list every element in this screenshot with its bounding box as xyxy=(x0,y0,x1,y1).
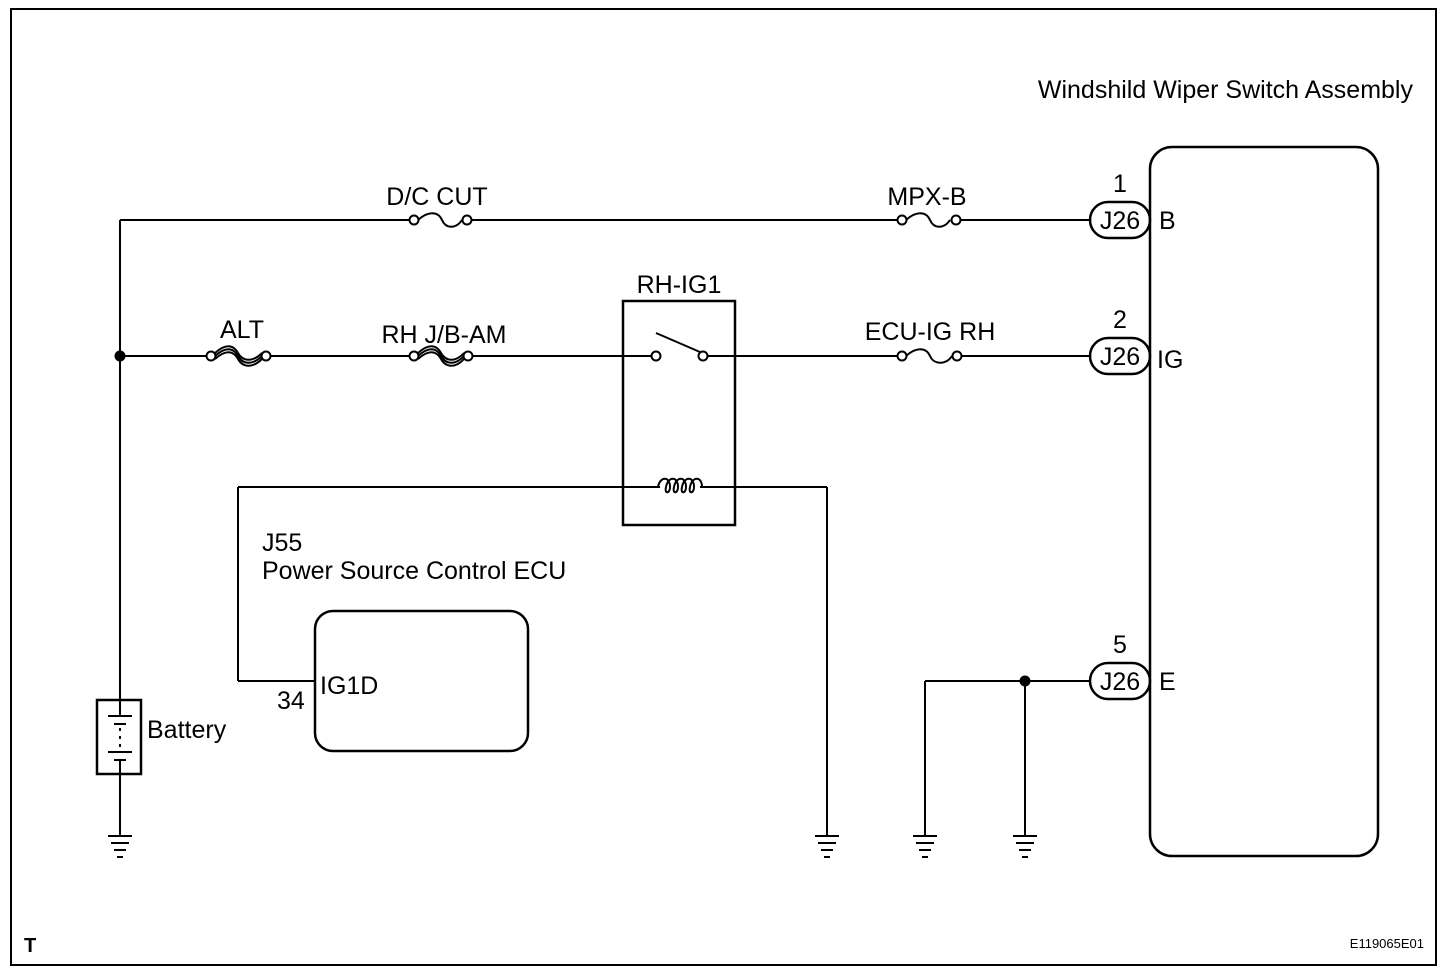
ground-symbol-e-right xyxy=(1013,835,1037,858)
connector-pin5-terminal: E xyxy=(1159,668,1176,696)
connector-pin1-terminal: B xyxy=(1159,207,1176,235)
fuse-dc-cut-label: D/C CUT xyxy=(386,183,487,211)
connector-j26-pin1 xyxy=(1088,200,1152,240)
relay-rh-ig1-label: RH-IG1 xyxy=(637,271,722,299)
figure-code: E119065E01 xyxy=(1350,936,1424,951)
connector-pin2-number: 2 xyxy=(1113,306,1127,334)
connector-pin2-code: J26 xyxy=(1100,343,1140,371)
connector-pin1-number: 1 xyxy=(1113,170,1127,198)
fuse-alt-label: ALT xyxy=(220,316,264,344)
ecu-box xyxy=(313,609,530,753)
connector-pin1-code: J26 xyxy=(1100,207,1140,235)
fuse-ecu-ig-rh-label: ECU-IG RH xyxy=(865,318,996,346)
ground-symbol-battery xyxy=(108,835,132,858)
fuse-mpx-b-label: MPX-B xyxy=(887,183,966,211)
connector-pin2-terminal: IG xyxy=(1157,346,1183,374)
relay-switch-contact xyxy=(650,332,709,362)
fuse-rh-jb-am xyxy=(408,345,474,367)
fuse-rh-jb-am-label: RH J/B-AM xyxy=(382,321,507,349)
relay-coil-symbol xyxy=(657,477,703,494)
ecu-pin-name: IG1D xyxy=(320,672,378,700)
diagram-frame xyxy=(10,8,1437,966)
ecu-code-label: J55 xyxy=(262,529,302,557)
connector-pin5-code: J26 xyxy=(1100,668,1140,696)
ecu-name-label: Power Source Control ECU xyxy=(262,557,566,585)
ground-symbol-coil xyxy=(815,835,839,858)
corner-mark: T xyxy=(24,935,36,957)
ground-symbol-e-left xyxy=(913,835,937,858)
fuse-ecu-ig-rh xyxy=(896,348,963,364)
connector-pin5-number: 5 xyxy=(1113,631,1127,659)
fuse-dc-cut xyxy=(408,212,473,228)
junction-dot-ground xyxy=(1019,675,1031,687)
connector-j26-pin2 xyxy=(1088,336,1152,376)
battery-symbol xyxy=(108,700,132,774)
battery-label: Battery xyxy=(147,716,227,744)
fuse-mpx-b xyxy=(896,212,962,228)
relay-rh-ig1-box xyxy=(621,299,737,527)
wiper-switch-assembly-box xyxy=(1148,145,1380,858)
ecu-pin-number: 34 xyxy=(277,687,305,715)
fuse-alt xyxy=(205,345,272,367)
component-title: Windshild Wiper Switch Assembly xyxy=(1038,76,1414,104)
connector-j26-pin5 xyxy=(1088,661,1152,701)
